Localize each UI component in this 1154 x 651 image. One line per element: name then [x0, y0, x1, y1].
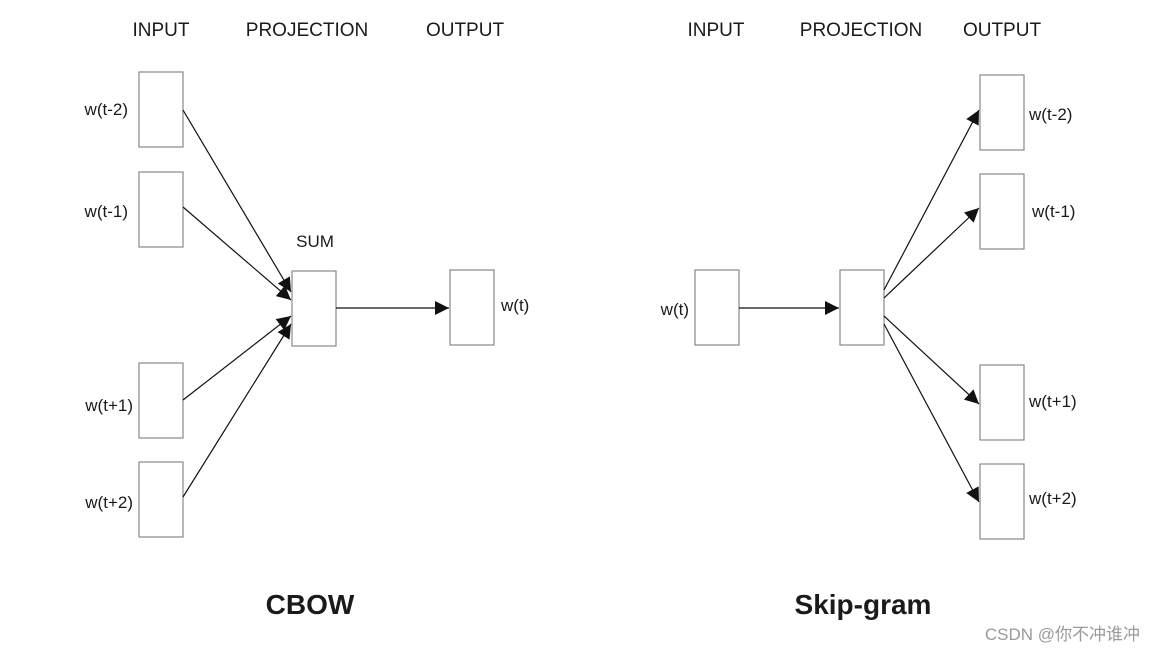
cbow-input-box	[138, 461, 184, 538]
cbow-edge-arrow	[182, 206, 292, 301]
cbow-edge-arrow	[182, 109, 292, 293]
cbow-projection-header: PROJECTION	[246, 20, 368, 41]
skipgram-input-box	[694, 269, 740, 346]
skipgram-output-box	[979, 74, 1025, 151]
skipgram-output-label: w(t+1)	[1028, 392, 1077, 411]
cbow-projection-box	[291, 270, 337, 347]
cbow-sum-label: SUM	[296, 232, 334, 251]
skipgram-output-box	[979, 173, 1025, 250]
skipgram-edge-arrow	[883, 207, 980, 299]
cbow-output-box	[449, 269, 495, 346]
cbow-output-header: OUTPUT	[426, 20, 505, 41]
skipgram-output-box	[979, 364, 1025, 441]
skipgram-output-label: w(t-1)	[1031, 202, 1075, 221]
skipgram-edge-arrow	[883, 315, 980, 405]
cbow-input-box	[138, 171, 184, 248]
cbow-input-header: INPUT	[133, 20, 190, 41]
cbow-title: CBOW	[266, 589, 355, 620]
cbow-input-label: w(t-2)	[84, 100, 128, 119]
skipgram-projection-box	[839, 269, 885, 346]
cbow-input-box	[138, 362, 184, 439]
cbow-input-box	[138, 71, 184, 148]
skipgram-input-label: w(t)	[660, 300, 689, 319]
cbow-edge-arrow	[182, 315, 292, 401]
cbow-input-label: w(t+2)	[84, 493, 133, 512]
skipgram-model: INPUT PROJECTION OUTPUT w(t) w(t-2) w(t-…	[660, 20, 1077, 620]
skipgram-output-box	[979, 463, 1025, 540]
cbow-model: INPUT PROJECTION OUTPUT w(t-2) w(t-1) w(…	[84, 20, 530, 620]
skipgram-edge-arrow	[883, 323, 980, 503]
skipgram-title: Skip-gram	[795, 589, 932, 620]
cbow-input-label: w(t+1)	[84, 396, 133, 415]
skipgram-projection-header: PROJECTION	[800, 20, 922, 41]
skipgram-output-header: OUTPUT	[963, 20, 1042, 41]
cbow-output-label: w(t)	[500, 296, 529, 315]
skipgram-input-header: INPUT	[688, 20, 745, 41]
skipgram-output-label: w(t+2)	[1028, 489, 1077, 508]
skipgram-output-label: w(t-2)	[1028, 105, 1072, 124]
cbow-edge-arrow	[182, 323, 292, 498]
cbow-input-label: w(t-1)	[84, 202, 128, 221]
skipgram-edge-arrow	[883, 109, 980, 291]
watermark-text: CSDN @你不冲谁冲	[985, 625, 1140, 644]
